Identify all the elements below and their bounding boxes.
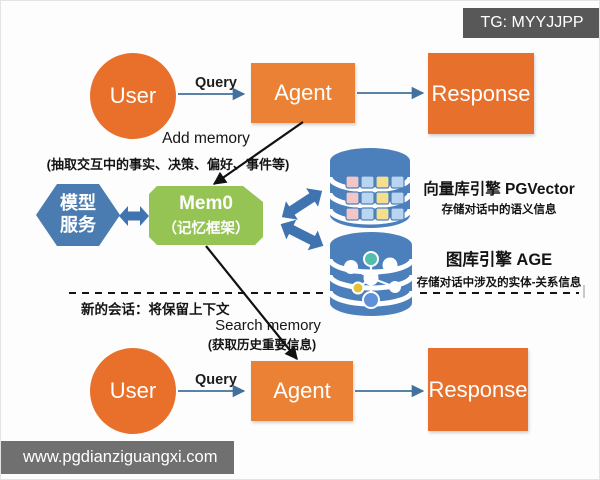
search-memory-note: (获取历史重要信息) — [207, 338, 317, 352]
graph-node-blue — [362, 291, 380, 309]
graph-node-white-2 — [382, 257, 398, 273]
response-node-bottom: Response — [428, 348, 528, 431]
graph-node-yellow — [351, 281, 365, 295]
vector-db-desc: 存储对话中的语义信息 — [441, 204, 557, 216]
new-session-note: 新的会话：将保留上下文 — [81, 302, 230, 317]
add-memory-label: Add memory — [162, 130, 250, 147]
model-service-line1: 模型 — [60, 193, 96, 214]
graph-node-white-1 — [344, 260, 358, 274]
site-watermark-badge: www.pgdianziguangxi.com — [1, 441, 234, 474]
query-label-top: Query — [195, 75, 237, 91]
graph-db-title: 图库引擎 AGE — [445, 251, 553, 269]
graph-node-center — [363, 270, 379, 286]
tg-watermark-badge: TG: MYYJJPP — [463, 8, 599, 38]
response-node-top: Response — [428, 53, 534, 134]
graph-db-icon — [327, 232, 415, 316]
vector-db-icon — [327, 148, 413, 228]
graph-node-white-3 — [389, 281, 401, 293]
model-service-hexagon: 模型 服务 — [36, 184, 120, 246]
double-arrow-model-mem0 — [119, 206, 149, 226]
model-service-line2: 服务 — [60, 215, 96, 235]
graph-db-desc: 存储对话中涉及的实体-关系信息 — [416, 277, 582, 289]
user-node-bottom: User — [90, 348, 176, 434]
double-arrow-mem0-vectordb — [281, 188, 323, 220]
mem0-title: Mem0 — [179, 193, 233, 214]
agent-node-top: Agent — [251, 63, 355, 123]
query-label-bottom: Query — [195, 372, 237, 388]
graph-node-teal — [363, 251, 379, 267]
add-memory-note: (抽取交互中的事实、决策、偏好、事件等) — [46, 157, 290, 172]
user-node-top: User — [90, 53, 176, 139]
vector-db-title: 向量库引擎 PGVector — [423, 181, 575, 198]
mem0-subtitle: （记忆框架） — [162, 221, 250, 237]
graph-network-edges — [351, 260, 396, 299]
mem0-box: Mem0 （记忆框架） — [149, 186, 263, 245]
search-memory-label: Search memory — [215, 317, 321, 334]
double-arrow-mem0-graphdb — [280, 219, 324, 251]
agent-node-bottom: Agent — [251, 361, 353, 421]
